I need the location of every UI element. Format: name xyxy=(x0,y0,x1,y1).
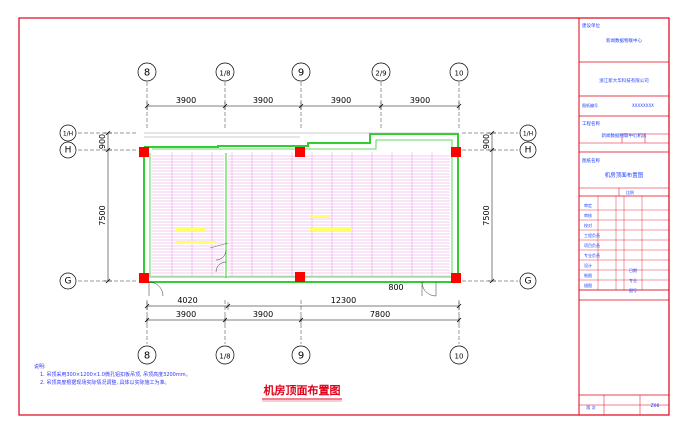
sign-row-label: 项目负责 xyxy=(584,242,600,248)
axis-label: 1/H xyxy=(523,131,533,138)
notes: 说明: 1. 吊顶采用300×1200×1.0微孔铝扣板吊顶, 吊顶高度3200… xyxy=(34,363,191,386)
dimension-label: 3900 xyxy=(176,310,196,319)
door-width-label: 800 xyxy=(388,283,403,292)
axis-bubble xyxy=(371,62,391,82)
dimension-label: 900 xyxy=(482,134,491,149)
column xyxy=(295,147,305,157)
column xyxy=(451,147,461,157)
ceiling-grid xyxy=(152,152,450,277)
axis-bubble xyxy=(137,345,157,365)
construction-unit: 新闻数据物联中心 xyxy=(606,37,642,44)
sign-right-label: 专业 xyxy=(629,277,637,283)
inner-wall xyxy=(149,139,453,278)
column xyxy=(451,273,461,283)
column xyxy=(139,147,149,157)
note-2: 2. 吊顶高度根据现场实际情况调整, 具体以实际施工为准。 xyxy=(40,379,170,386)
axis-bubble xyxy=(519,272,537,290)
dimension-label: 3900 xyxy=(176,96,196,105)
footer-left: 版 次 xyxy=(586,404,595,410)
axis-label: 10 xyxy=(455,70,464,78)
axis-bubble xyxy=(519,141,537,159)
axis-bubble xyxy=(137,62,157,82)
design-unit: 浙江新大华科技有限公司 xyxy=(599,77,649,84)
fixture-label xyxy=(176,228,206,231)
column xyxy=(139,273,149,283)
footer-right: Z08 xyxy=(651,403,660,409)
design-number-label: 图纸编号 xyxy=(582,102,598,108)
drawing-title: 机房顶面布置图 xyxy=(264,383,341,397)
sign-row-label: 工程负责 xyxy=(584,232,600,238)
sign-row-label: 审定 xyxy=(584,202,592,208)
sign-row-label: 专业负责 xyxy=(584,252,600,258)
construction-unit-label: 建设单位 xyxy=(582,22,600,29)
axis-label: 8 xyxy=(144,351,150,362)
axis-label: 1/8 xyxy=(219,70,230,78)
fixture-label xyxy=(310,215,330,218)
drawing-frame xyxy=(18,17,670,416)
sign-row-label: 设计 xyxy=(584,262,592,268)
project-label: 工程名称 xyxy=(582,120,600,127)
axis-label: H xyxy=(65,146,72,156)
drawing-name: 机房顶面布置图 xyxy=(605,171,644,179)
dimension-label: 4020 xyxy=(177,296,197,305)
dimension-label: 900 xyxy=(98,134,107,149)
axis-bubble xyxy=(449,345,469,365)
axis-label: 9 xyxy=(298,68,304,79)
scale-label: 比例 xyxy=(626,189,634,195)
door xyxy=(148,281,164,297)
axis-bubble xyxy=(291,345,311,365)
title-block: 建设单位 新闻数据物联中心 浙江新大华科技有限公司 图纸编号 XXXXXXXX … xyxy=(578,18,669,415)
column xyxy=(295,272,305,282)
sign-row-label: 校对 xyxy=(584,222,592,228)
axis-label: 9 xyxy=(298,351,304,362)
sign-row-label: 审核 xyxy=(584,212,592,218)
axis-bubble xyxy=(291,62,311,82)
fixture-label xyxy=(176,241,216,244)
axis-label: 1/H xyxy=(63,131,73,138)
dimension-label: 12300 xyxy=(331,296,356,305)
axis-bubble xyxy=(59,272,77,290)
fixture-label xyxy=(310,228,352,231)
axis-markers: 8 1/8 9 2/9 10 8 1/8 9 10 1/H H G 1/H H G xyxy=(59,62,537,365)
dimension-lines: 3900 3900 3900 3900 4020 12300 3900 3900 7800 900… xyxy=(98,96,496,324)
project-name: 新闻数据物联中心机房 xyxy=(602,132,647,139)
drawing-label: 图纸名称 xyxy=(582,157,600,164)
axis-label: 2/9 xyxy=(375,70,386,78)
dimension-label: 3900 xyxy=(331,96,351,105)
door xyxy=(215,249,227,273)
axis-bubble xyxy=(215,345,235,365)
note-1: 1. 吊顶采用300×1200×1.0微孔铝扣板吊顶, 吊顶高度3200mm。 xyxy=(40,371,191,378)
dimension-label: 7500 xyxy=(98,205,107,225)
dimension-label: 3900 xyxy=(253,310,273,319)
room-plan xyxy=(139,132,461,297)
axis-label: H xyxy=(525,146,532,156)
axis-label: 1/8 xyxy=(219,353,230,361)
axis-bubble xyxy=(215,62,235,82)
axis-bubble xyxy=(449,62,469,82)
axis-label: 8 xyxy=(144,68,150,79)
door xyxy=(421,281,437,297)
sign-row-label: 制图 xyxy=(584,272,592,278)
axis-bubble xyxy=(59,124,77,142)
design-number: XXXXXXXX xyxy=(632,103,654,108)
axis-label: 10 xyxy=(455,353,464,361)
dimension-label: 3900 xyxy=(253,96,273,105)
room-wall xyxy=(143,133,459,283)
sign-right-label: 日期 xyxy=(629,267,637,273)
axis-label: G xyxy=(65,277,72,287)
dimension-label: 7800 xyxy=(370,310,390,319)
axis-bubble xyxy=(59,141,77,159)
sign-row-label: 描图 xyxy=(584,282,592,288)
axis-bubble xyxy=(519,124,537,142)
dimension-label: 3900 xyxy=(410,96,430,105)
dimension-label: 7500 xyxy=(482,205,491,225)
axis-label: G xyxy=(525,277,532,287)
sign-right-label: 图号 xyxy=(629,287,637,293)
notes-title: 说明: xyxy=(34,363,46,370)
